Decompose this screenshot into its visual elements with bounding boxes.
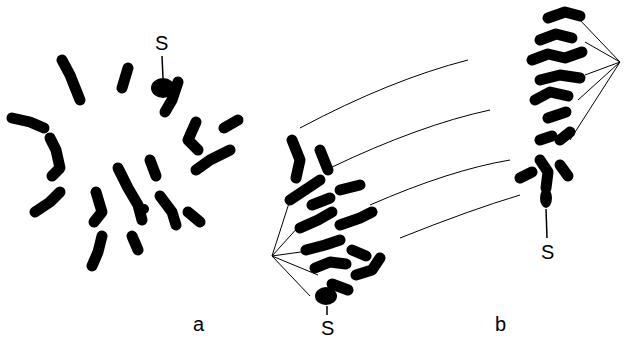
anaphase-chromosomes bbox=[290, 12, 582, 290]
leader-line bbox=[546, 209, 547, 238]
spindle-fibres bbox=[272, 18, 620, 296]
leader-line bbox=[326, 306, 328, 315]
leader-line bbox=[162, 56, 163, 78]
chromosome-label: S bbox=[541, 242, 554, 262]
chromosome-label: S bbox=[155, 33, 168, 53]
metaphase-plate bbox=[12, 60, 238, 266]
panel-label: b bbox=[495, 314, 506, 334]
panel-label: a bbox=[193, 314, 204, 334]
chromosome-label: S bbox=[321, 318, 334, 338]
